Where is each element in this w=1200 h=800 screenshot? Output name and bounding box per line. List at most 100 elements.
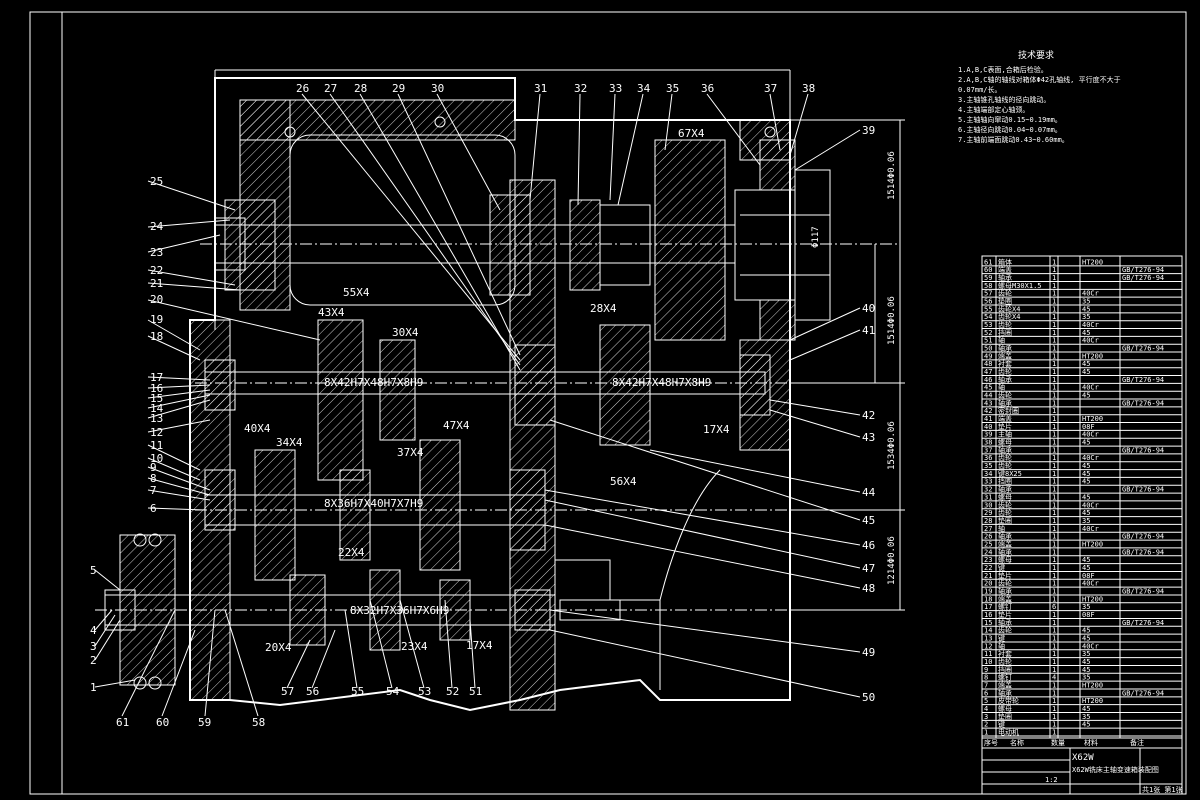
bom-cell: 4	[984, 705, 988, 713]
bom-cell: 1	[1052, 423, 1056, 431]
bom-cell: 40Cr	[1082, 431, 1099, 439]
bom-cell: 1	[1052, 650, 1056, 658]
bom-cell: 10	[984, 658, 992, 666]
bom-cell: 1	[1052, 376, 1056, 384]
bom-cell: 螺母	[998, 438, 1012, 447]
part-label: 30	[431, 82, 444, 95]
bom-cell: 42	[984, 407, 992, 415]
bom-cell: 27	[984, 525, 992, 533]
bom-cell: 衬套	[998, 359, 1012, 368]
bom-cell: 35	[1082, 517, 1090, 525]
part-label: 21	[150, 277, 163, 290]
part-label: 24	[150, 220, 164, 233]
bom-cell: 1	[1052, 298, 1056, 306]
part-label: 10	[150, 452, 163, 465]
part-labels-left: 25 24 23 22 21 20 19 18 17 16 15 14 13 1…	[90, 175, 164, 694]
gear-label: 40X4	[244, 422, 271, 435]
bom-cell: 1	[1052, 517, 1056, 525]
bom-cell: 轴承	[998, 618, 1012, 627]
bom-cell: 1	[1052, 509, 1056, 517]
part-label: 9	[150, 461, 157, 474]
bom-header: 材料	[1084, 738, 1098, 747]
part-label: 38	[802, 82, 815, 95]
bom-cell: 垫圈	[998, 297, 1012, 306]
part-label: 12	[150, 426, 163, 439]
bom-cell: 26	[984, 533, 992, 541]
bom-cell: 端盖	[998, 539, 1012, 548]
tb-sheet: 共1张 第1张	[1142, 785, 1183, 794]
gear-label: 55X4	[343, 286, 370, 299]
gear-label: 37X4	[397, 446, 424, 459]
bom-header: 数量	[1051, 738, 1065, 747]
bom-cell: 1	[1052, 392, 1056, 400]
part-label: 22	[150, 264, 163, 277]
part-label: 42	[862, 409, 875, 422]
bom-cell: 28	[984, 517, 992, 525]
bom-header: 名称	[1010, 738, 1024, 747]
bom-cell: 1	[1052, 446, 1056, 454]
part-label: 57	[281, 685, 294, 698]
gear-label: 47X4	[443, 419, 470, 432]
bom-cell: 37	[984, 446, 992, 454]
bom-cell: 1	[1052, 321, 1056, 329]
bom-cell: 1	[1052, 729, 1056, 737]
note-line: 5.主轴轴向窜动0.15~0.19mm。	[958, 115, 1062, 124]
bom-cell: 1	[1052, 689, 1056, 697]
dim-text: 1534Φ0.06	[887, 421, 897, 470]
bom-cell: 1	[1052, 337, 1056, 345]
bom-cell: GB/T276-94	[1122, 376, 1164, 384]
bom-cell: 24	[984, 548, 992, 556]
bom-cell: GB/T276-94	[1122, 486, 1164, 494]
bom-cell: 轴承	[998, 547, 1012, 556]
gear-label: 34X4	[276, 436, 303, 449]
part-label: 18	[150, 330, 163, 343]
bom-cell: 40Cr	[1082, 642, 1099, 650]
part-label: 23	[150, 246, 163, 259]
bom-cell: 45	[1082, 666, 1090, 674]
dim-text: Φ117	[811, 226, 821, 248]
part-labels-right: 39 40 41 42 43 44 45 46 47 48 49 50	[862, 124, 876, 704]
bom-cell: 49	[984, 352, 992, 360]
bom-cell: 48	[984, 360, 992, 368]
bom-cell: 1	[1052, 666, 1056, 674]
inner-frame	[61, 11, 1187, 795]
bom-cell: 23	[984, 556, 992, 564]
bom-cell: 60	[984, 266, 992, 274]
bom-cell: 键8X25	[998, 469, 1022, 478]
bom-cell: 35	[1082, 674, 1090, 682]
bom-cell: GB/T276-94	[1122, 587, 1164, 595]
gear-label: 67X4	[678, 127, 705, 140]
part-label: 26	[296, 82, 309, 95]
bom-cell: 11	[984, 650, 992, 658]
bom-cell: 22	[984, 564, 992, 572]
bom-cell: HT200	[1082, 258, 1103, 266]
spline-label: 8X32H7X36H7X6H9	[350, 604, 449, 617]
part-labels-bottom: 61 60 59 58 57 56 55 54 53 52 51	[116, 685, 482, 729]
bom-cell: 35	[1082, 313, 1090, 321]
bom-cell: 箱体	[998, 257, 1012, 266]
bom-cell: 08F	[1082, 611, 1095, 619]
bom-cell: 齿轮	[998, 461, 1012, 470]
part-label: 14	[150, 402, 164, 415]
bom-cell: 齿轮	[998, 391, 1012, 400]
bom-cell: 61	[984, 258, 992, 266]
bom-cell: 25	[984, 540, 992, 548]
part-label: 34	[637, 82, 651, 95]
bom-cell: 轴承	[998, 273, 1012, 282]
part-label: 17	[150, 371, 163, 384]
bom-cell: 挡圈	[998, 477, 1012, 486]
part-label: 29	[392, 82, 405, 95]
bom-cell: 1	[1052, 352, 1056, 360]
gear-labels: 67X4 55X4 43X4 30X4 28X4 40X4 34X4 47X4 …	[244, 127, 730, 654]
gear-label: 30X4	[392, 326, 419, 339]
bom-cell: 36	[984, 454, 992, 462]
bom-cell: 1	[1052, 407, 1056, 415]
bom-cell: 08F	[1082, 572, 1095, 580]
part-label: 55	[351, 685, 364, 698]
bom-cell: 螺钉	[998, 602, 1012, 611]
bom-cell: 45	[1082, 478, 1090, 486]
part-label: 59	[198, 716, 211, 729]
part-label: 46	[862, 539, 875, 552]
note-line: 1.A,B,C表面,合箱后检验。	[958, 65, 1048, 74]
part-label: 13	[150, 412, 163, 425]
